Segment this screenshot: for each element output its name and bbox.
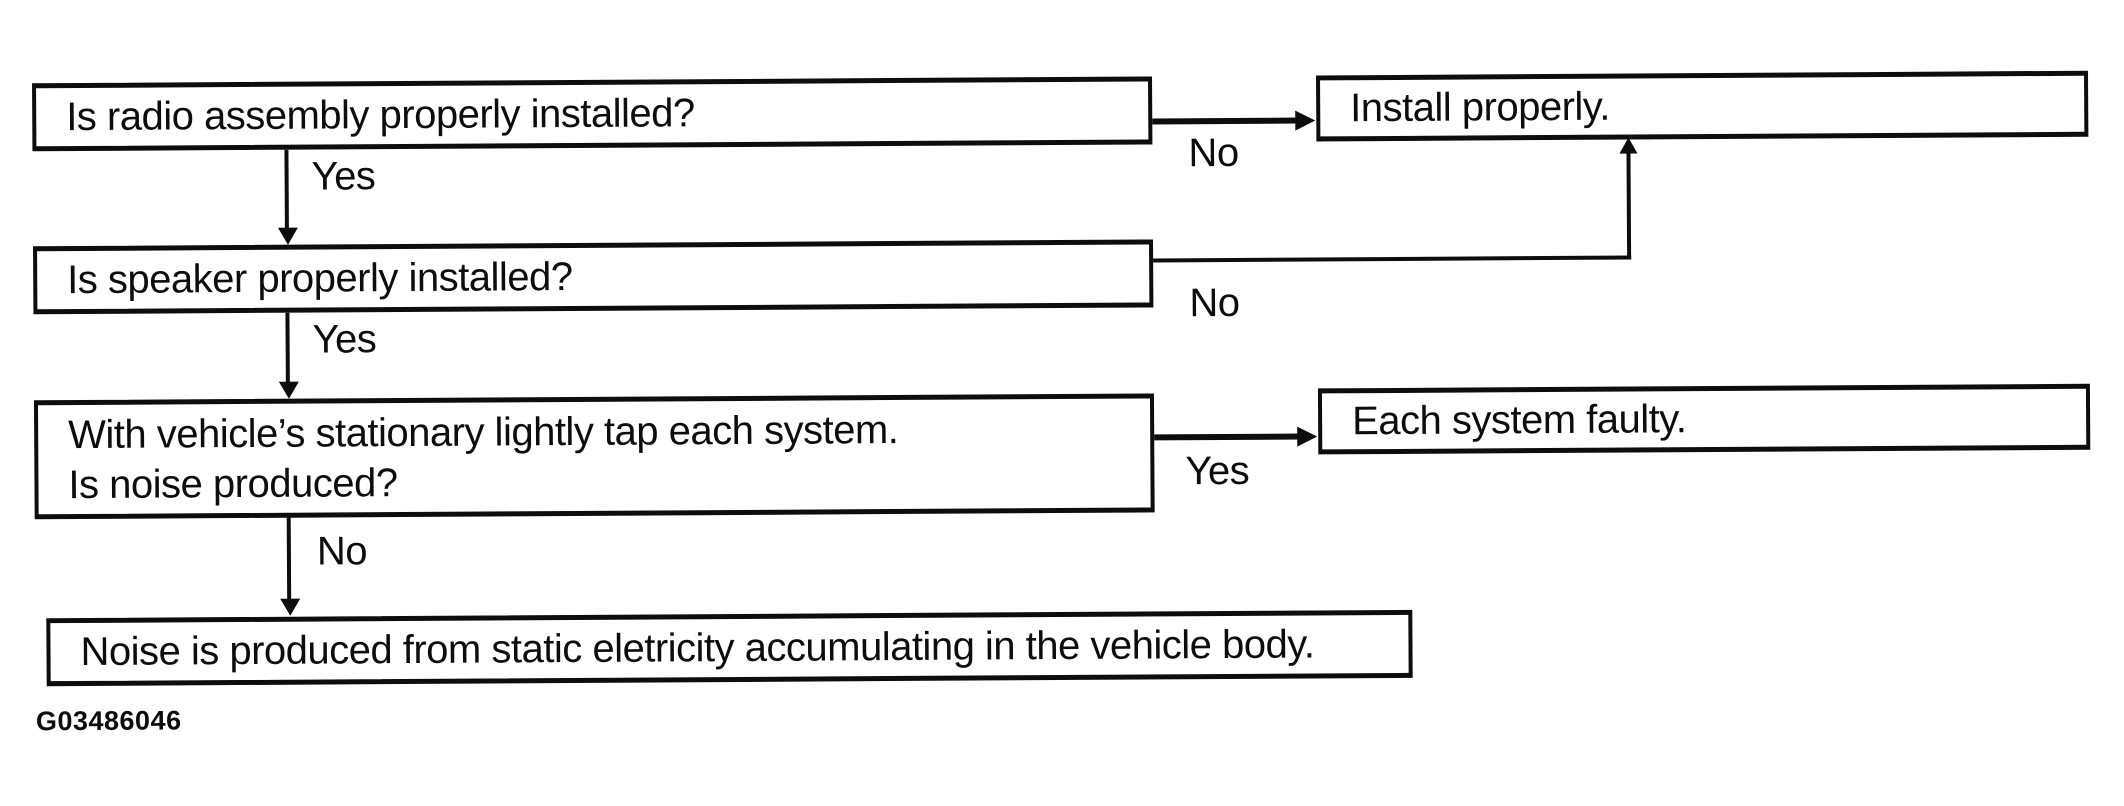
arrow-line-q3-result: [286, 516, 292, 601]
arrowhead-down-icon: [278, 381, 299, 399]
arrowhead-right-icon: [1297, 426, 1318, 447]
arrowhead-up-icon: [1619, 137, 1638, 154]
arrowhead-right-icon: [1295, 110, 1316, 131]
arrow-line-q2-q3: [285, 312, 290, 384]
node-question-speaker-installed: Is speaker properly installed?: [33, 239, 1154, 315]
edge-label-yes: Yes: [312, 317, 377, 362]
node-text: Each system faulty.: [1351, 397, 1687, 444]
connector-line-horizontal-q2-install: [1153, 255, 1632, 263]
arrow-line-q1-install: [1152, 117, 1299, 125]
node-text: Install properly.: [1350, 84, 1611, 131]
figure-id-label: G03486046: [35, 705, 182, 737]
node-result-static-electricity: Noise is produced from static eletricity…: [46, 609, 1413, 687]
edge-label-no: No: [316, 529, 368, 574]
edge-label-yes: Yes: [311, 154, 376, 199]
node-result-each-system-faulty: Each system faulty.: [1317, 383, 2091, 455]
node-question-radio-installed: Is radio assembly properly installed?: [32, 76, 1153, 152]
node-text-line1: With vehicle’s stationary lightly tap ea…: [68, 407, 899, 457]
arrowhead-down-icon: [280, 598, 301, 616]
connector-line-vertical-q2-install: [1626, 148, 1632, 260]
edge-label-no: No: [1189, 280, 1240, 326]
node-text: Is radio assembly properly installed?: [66, 91, 695, 140]
edge-label-no: No: [1188, 130, 1239, 176]
arrowhead-down-icon: [277, 227, 299, 245]
node-action-install-properly: Install properly.: [1316, 70, 2089, 142]
node-text-line2: Is noise produced?: [68, 460, 398, 507]
node-text: Noise is produced from static eletricity…: [80, 622, 1315, 674]
node-text: Is speaker properly installed?: [67, 254, 573, 303]
edge-label-yes: Yes: [1185, 448, 1250, 494]
arrow-line-q1-q2: [284, 149, 289, 230]
node-question-tap-each-system: With vehicle’s stationary lightly tap ea…: [33, 393, 1155, 520]
arrow-line-q3-faulty: [1154, 433, 1301, 441]
